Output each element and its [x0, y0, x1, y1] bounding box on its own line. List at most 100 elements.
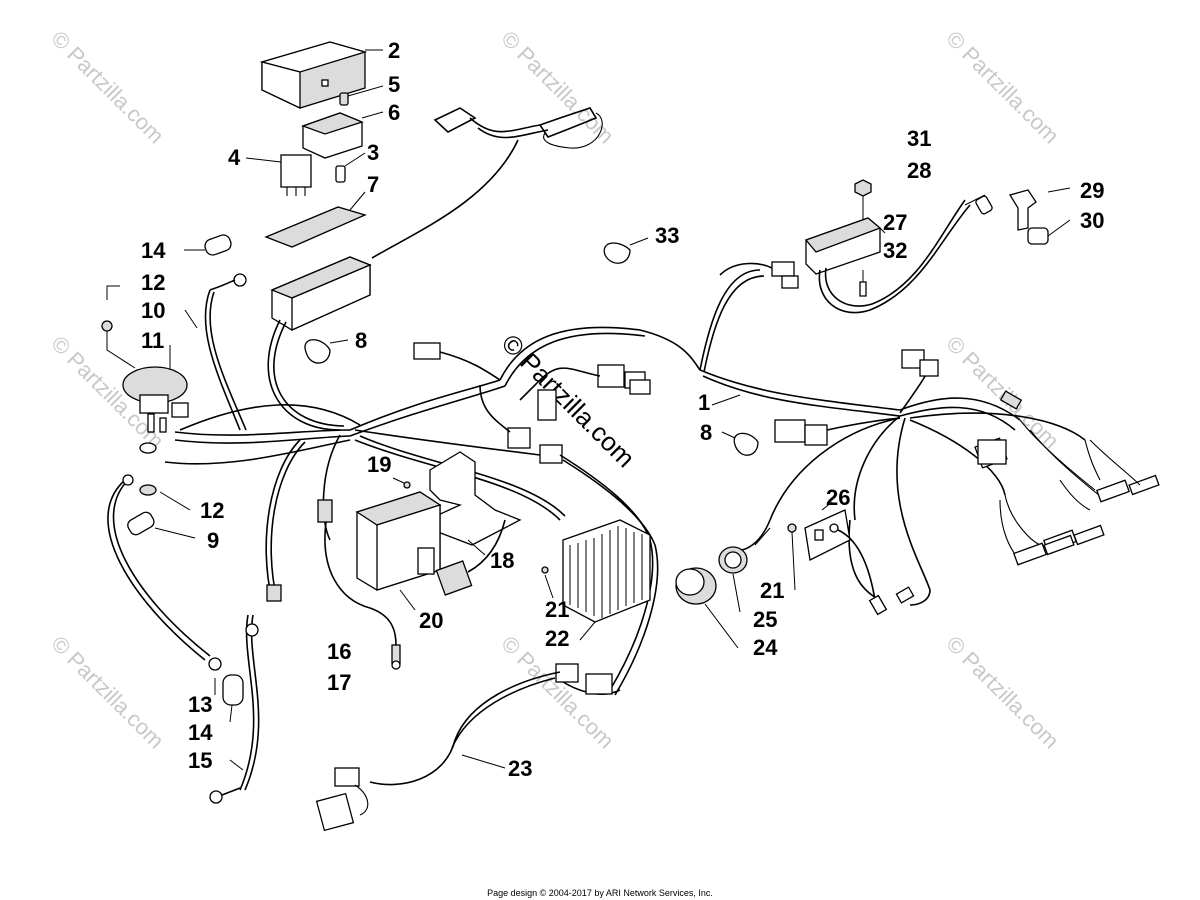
battery-cable: [107, 479, 206, 661]
callout-label: 26: [826, 485, 850, 510]
callout-label: 25: [753, 607, 777, 632]
cdi-module-group: [355, 451, 522, 611]
cdi-box: [355, 491, 442, 591]
washer: [139, 442, 157, 454]
positive-cable: [204, 289, 241, 431]
callout-label: 19: [367, 452, 391, 477]
connector: [919, 359, 939, 377]
screw: [787, 523, 797, 533]
connector: [804, 424, 828, 446]
callout-label: 1: [698, 390, 710, 415]
fuse-block-base: [270, 256, 372, 332]
connector: [977, 439, 1007, 465]
callout-label: 27: [883, 210, 907, 235]
connector: [537, 389, 557, 421]
connector: [999, 390, 1023, 410]
callout-label: 15: [188, 748, 212, 773]
connector: [781, 275, 799, 289]
callout-label: 14: [141, 238, 166, 263]
cable-clip: [304, 339, 331, 364]
callout-label: 29: [1080, 178, 1104, 203]
voltage-regulator: [541, 519, 651, 641]
callout-label: 12: [200, 498, 224, 523]
connector: [771, 261, 795, 277]
callout-label: 33: [655, 223, 679, 248]
spark-plug-wire: [818, 204, 971, 314]
plug-cap-boot: [1027, 227, 1049, 245]
callout-label: 2: [388, 38, 400, 63]
connector: [597, 364, 625, 388]
connector: [315, 792, 355, 832]
spark-plug-cap: [1008, 189, 1037, 231]
main-wiring-harness: [267, 261, 1160, 832]
connector: [555, 663, 579, 683]
fuse-box-cover: [259, 41, 383, 110]
watermark: © Partzilla.com: [46, 26, 169, 149]
blade-fuse: [335, 165, 346, 183]
switch-plate: [804, 509, 851, 561]
callout-label: 23: [508, 756, 532, 781]
relay-large: [301, 111, 384, 159]
connector: [317, 499, 333, 523]
connector: [435, 560, 473, 596]
callout-label: 18: [490, 548, 514, 573]
callout-label: 30: [1080, 208, 1104, 233]
connector: [539, 444, 563, 464]
nut: [139, 484, 157, 496]
callout-label: 17: [327, 670, 351, 695]
hex-nut: [854, 179, 872, 197]
wire-sleeve: [975, 195, 993, 215]
footer-copyright: Page design © 2004-2017 by ARI Network S…: [487, 888, 713, 898]
callout-label: 11: [141, 328, 164, 353]
connector: [901, 349, 925, 369]
callout-label: 13: [188, 692, 212, 717]
fuse-harness-connector: [371, 107, 603, 259]
callout-label: 7: [367, 172, 379, 197]
callout-labels: 2 5 6 4 3 7 14 12 10 11 8 12 9 31 28 29 …: [141, 38, 1104, 781]
ignition-coil-group: [804, 179, 1071, 314]
center-watermark: © Partzilla.com: [496, 328, 641, 473]
callout-label: 28: [907, 158, 931, 183]
starter-solenoid-group: [101, 234, 361, 804]
callout-label: 8: [700, 420, 712, 445]
callout-label: 8: [355, 328, 367, 353]
cable-clip: [603, 242, 631, 264]
callout-label: 21: [545, 597, 569, 622]
nut: [101, 320, 113, 332]
callout-label: 5: [388, 72, 400, 97]
connector: [774, 419, 806, 443]
screw: [403, 481, 411, 489]
callout-label: 22: [545, 626, 569, 651]
callout-label: 24: [753, 635, 778, 660]
callout-label: 10: [141, 298, 165, 323]
bullet-connectors: [999, 419, 1160, 566]
callout-label: 32: [883, 238, 907, 263]
mounting-bolt: [859, 281, 867, 297]
connector: [629, 379, 651, 395]
mini-fuse: [339, 92, 349, 106]
starter-solenoid: [122, 345, 189, 418]
callout-label: 6: [388, 100, 400, 125]
relay-small: [245, 154, 312, 196]
callout-label: 16: [327, 639, 351, 664]
terminal-boot-mid: [127, 511, 196, 539]
ring-terminal: [233, 273, 247, 287]
connector: [507, 427, 531, 449]
fuse-box-group: [245, 41, 384, 332]
watermark: © Partzilla.com: [46, 631, 169, 754]
terminal-boot-top: [184, 234, 232, 256]
callout-label: 4: [228, 145, 241, 170]
watermark: © Partzilla.com: [941, 331, 1064, 454]
connector: [413, 342, 441, 360]
cable-clip: [733, 432, 759, 456]
callout-label: 9: [207, 528, 219, 553]
watermark: © Partzilla.com: [941, 26, 1064, 149]
callout-label: 3: [367, 140, 379, 165]
callout-label: 12: [141, 270, 165, 295]
terminal-boot-lower: [222, 674, 244, 706]
callout-label: 14: [188, 720, 213, 745]
watermark: © Partzilla.com: [941, 631, 1064, 754]
accessory-switch-group: [675, 501, 888, 649]
fuse-label-sheet: [264, 191, 367, 248]
